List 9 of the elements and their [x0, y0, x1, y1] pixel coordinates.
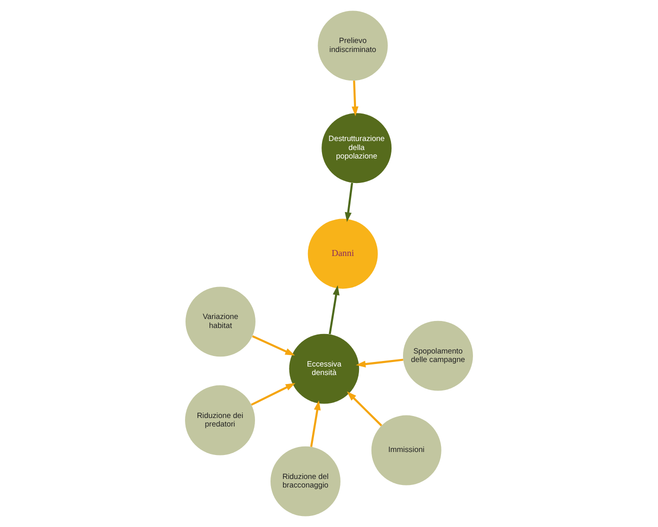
- arrow: [344, 182, 354, 222]
- arrow: [356, 358, 404, 368]
- arrow: [252, 335, 295, 356]
- arrow: [250, 383, 296, 406]
- arrow: [346, 391, 382, 426]
- arrow: [352, 80, 358, 116]
- arrow: [310, 400, 321, 447]
- node-circle: Danni: [308, 218, 378, 289]
- arrow: [328, 285, 340, 334]
